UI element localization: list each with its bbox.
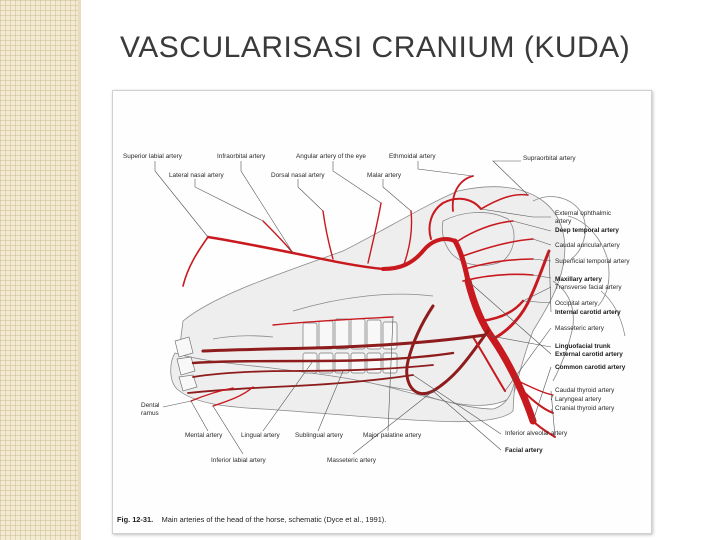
label-masseteric-artery-bottom: Masseteric artery xyxy=(327,457,377,464)
side-strip-divider xyxy=(78,0,81,540)
label-laryngeal-artery: Laryngeal artery xyxy=(555,396,602,403)
horse-head-artery-diagram: Superior labial artery Infraorbital arte… xyxy=(117,153,630,526)
major-palatine-artery xyxy=(272,316,394,326)
label-malar-artery: Malar artery xyxy=(367,172,402,179)
label-superior-labial-artery: Superior labial artery xyxy=(123,153,183,160)
occipital-artery xyxy=(479,299,525,323)
angular-artery-of-the-eye xyxy=(367,202,382,264)
label-dental-ramus-line1: Dental xyxy=(141,402,159,409)
malar-artery xyxy=(402,210,413,268)
label-transverse-facial-artery: Transverse facial artery xyxy=(555,284,622,291)
label-internal-carotid-artery: Internal carotid artery xyxy=(555,309,621,316)
label-inferior-labial-artery: Inferior labial artery xyxy=(211,457,267,464)
figure-caption-label: Fig. 12-31. xyxy=(117,515,153,524)
caudal-auricular-artery xyxy=(462,238,534,257)
external-ophthalmic-artery xyxy=(428,197,482,240)
label-sublingual-artery: Sublingual artery xyxy=(295,432,344,439)
nasal-notch-line xyxy=(212,335,274,340)
facial-artery xyxy=(405,304,490,396)
label-superficial-temporal-artery: Superficial temporal artery xyxy=(555,258,630,265)
deep-temporal-artery xyxy=(457,220,514,242)
label-ethmoidal-artery: Ethmoidal artery xyxy=(389,153,436,160)
inferior-labial-artery xyxy=(212,386,254,407)
superficial-temporal-artery xyxy=(464,258,534,270)
caudal-thyroid-artery xyxy=(532,420,556,438)
mental-artery xyxy=(190,387,234,402)
ethmoidal-artery xyxy=(451,175,474,212)
label-infraorbital-artery: Infraorbital artery xyxy=(217,153,266,160)
facial-crest-line xyxy=(292,293,434,312)
lateral-nasal-artery xyxy=(262,220,294,254)
label-caudal-thyroid-artery: Caudal thyroid artery xyxy=(555,387,615,394)
horse-skull-drawing xyxy=(170,186,626,423)
label-mental-artery: Mental artery xyxy=(185,432,223,439)
internal-carotid-artery xyxy=(491,249,551,341)
figure-caption-text: Main arteries of the head of the horse, … xyxy=(162,515,387,524)
figure-caption: Fig. 12-31. Main arteries of the head of… xyxy=(117,509,386,526)
label-lingual-artery: Lingual artery xyxy=(241,432,281,439)
label-facial-artery: Facial artery xyxy=(505,447,543,454)
label-maxillary-artery: Maxillary artery xyxy=(555,276,602,283)
cranial-thyroid-artery xyxy=(522,390,554,414)
label-external-ophthalmic-artery-line2: artery xyxy=(555,218,572,225)
label-dorsal-nasal-artery: Dorsal nasal artery xyxy=(271,172,325,179)
slide-title: VASCULARISASI CRANIUM (KUDA) xyxy=(120,31,631,64)
transverse-facial-artery xyxy=(462,273,534,282)
dorsal-nasal-artery xyxy=(322,210,334,260)
label-lateral-nasal-artery: Lateral nasal artery xyxy=(169,172,225,179)
decorative-side-strip xyxy=(0,0,78,540)
supraorbital-artery xyxy=(480,193,529,210)
inferior-alveolar-artery xyxy=(187,374,414,394)
occipital-region-line xyxy=(567,215,610,307)
label-dental-ramus-line2: ramus xyxy=(141,410,159,417)
label-external-carotid-artery: External carotid artery xyxy=(555,351,623,358)
external-carotid-artery xyxy=(452,238,471,284)
superior-labial-artery xyxy=(182,236,209,287)
lingual-artery xyxy=(191,351,455,365)
laryngeal-artery xyxy=(517,380,554,396)
label-masseteric-artery-right: Masseteric artery xyxy=(555,325,605,332)
atlas-line xyxy=(600,290,626,337)
label-caudal-auricular-artery: Caudal auricular artery xyxy=(555,242,620,249)
label-external-ophthalmic-artery-line1: External ophthalmic xyxy=(555,210,612,217)
label-deep-temporal-artery: Deep temporal artery xyxy=(555,227,619,234)
label-inferior-alveolar-artery: Inferior alveolar artery xyxy=(505,430,568,437)
maxillary-artery xyxy=(381,237,457,271)
temporal-fossa-line xyxy=(532,196,586,260)
sublingual-artery xyxy=(192,364,434,378)
label-leader-lines xyxy=(154,160,556,455)
label-major-palatine-artery: Major palatine artery xyxy=(363,432,422,439)
label-common-carotid-artery: Common carotid artery xyxy=(555,364,626,371)
label-supraorbital-artery: Supraorbital artery xyxy=(523,155,576,162)
linguofacial-trunk xyxy=(201,333,487,353)
incisor-teeth xyxy=(174,336,198,392)
label-cranial-thyroid-artery: Cranial thyroid artery xyxy=(555,405,615,412)
anatomy-figure: Superior labial artery Infraorbital arte… xyxy=(112,90,652,534)
ramus-outline xyxy=(552,280,574,382)
label-occipital-artery: Occipital artery xyxy=(555,300,598,307)
label-linguofacial-trunk: Linguofacial trunk xyxy=(555,343,611,350)
label-angular-artery-of-the-eye: Angular artery of the eye xyxy=(296,153,366,160)
masseteric-artery xyxy=(472,336,506,392)
